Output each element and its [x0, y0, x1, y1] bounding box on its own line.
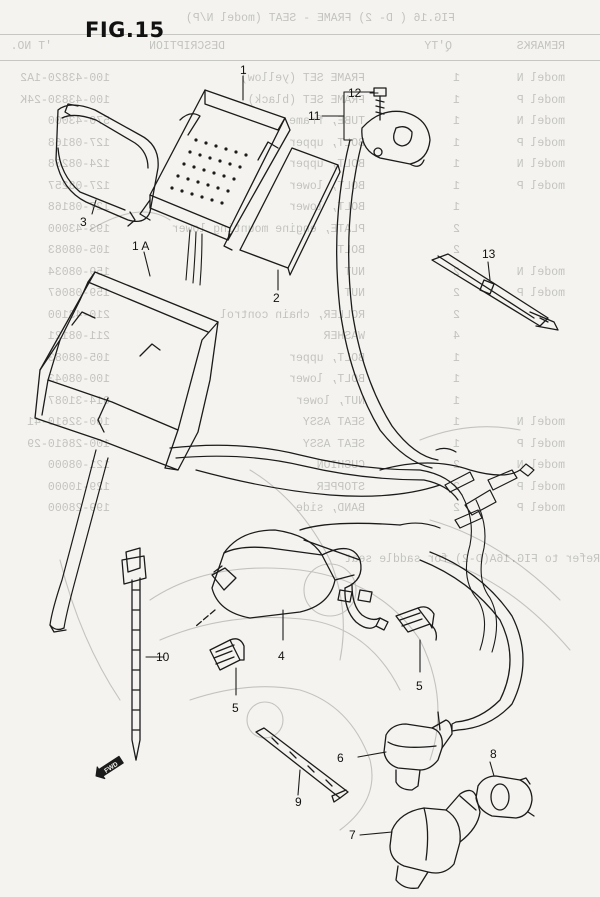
callout-8: 8: [490, 747, 497, 761]
callout-5-left: 5: [232, 701, 239, 715]
callout-9: 9: [295, 795, 302, 809]
part-5-bolt-left: [209, 638, 245, 671]
part-3-rubber-band: [55, 103, 159, 227]
figure-title: FIG.15: [85, 18, 165, 42]
part-13-strap: [431, 253, 559, 331]
part-4-ignition-coil: [195, 522, 401, 631]
part-1-cdi-unit: [139, 89, 291, 286]
part-8-fitting: [475, 775, 535, 819]
part-5-bolt-right: [395, 606, 438, 641]
callout-3: 3: [80, 215, 87, 229]
callout-10: 10: [156, 650, 170, 664]
callout-13: 13: [482, 247, 496, 261]
callout-7: 7: [349, 828, 356, 842]
part-1a-cover: [34, 271, 219, 631]
wiring-harness: [169, 139, 535, 732]
part-10-cable-tie: [121, 547, 147, 761]
callout-6: 6: [337, 751, 344, 765]
part-9-tie: [255, 727, 349, 803]
part-7-plug-cap: [389, 789, 481, 889]
leader-lines: [91, 75, 495, 836]
callout-1a: 1 A: [132, 239, 149, 253]
fwd-direction-badge: FWD: [95, 755, 124, 780]
callout-12: 12: [348, 86, 362, 100]
callout-2: 2: [273, 291, 280, 305]
callout-11: 11: [308, 109, 321, 123]
part-2-rubber-pad: [239, 147, 341, 276]
callout-5-right: 5: [416, 679, 423, 693]
part-6-plug-cap: [383, 711, 453, 791]
callout-labels: 1 1 A 2 3 4 5 5 6 7 8 9 10 11 12 13: [80, 63, 497, 842]
part-1a-lead: [49, 624, 67, 633]
callout-4: 4: [278, 649, 285, 663]
background-frame-drawing: [59, 211, 571, 831]
part-11-clamp: [361, 110, 431, 167]
callout-1: 1: [240, 63, 247, 77]
